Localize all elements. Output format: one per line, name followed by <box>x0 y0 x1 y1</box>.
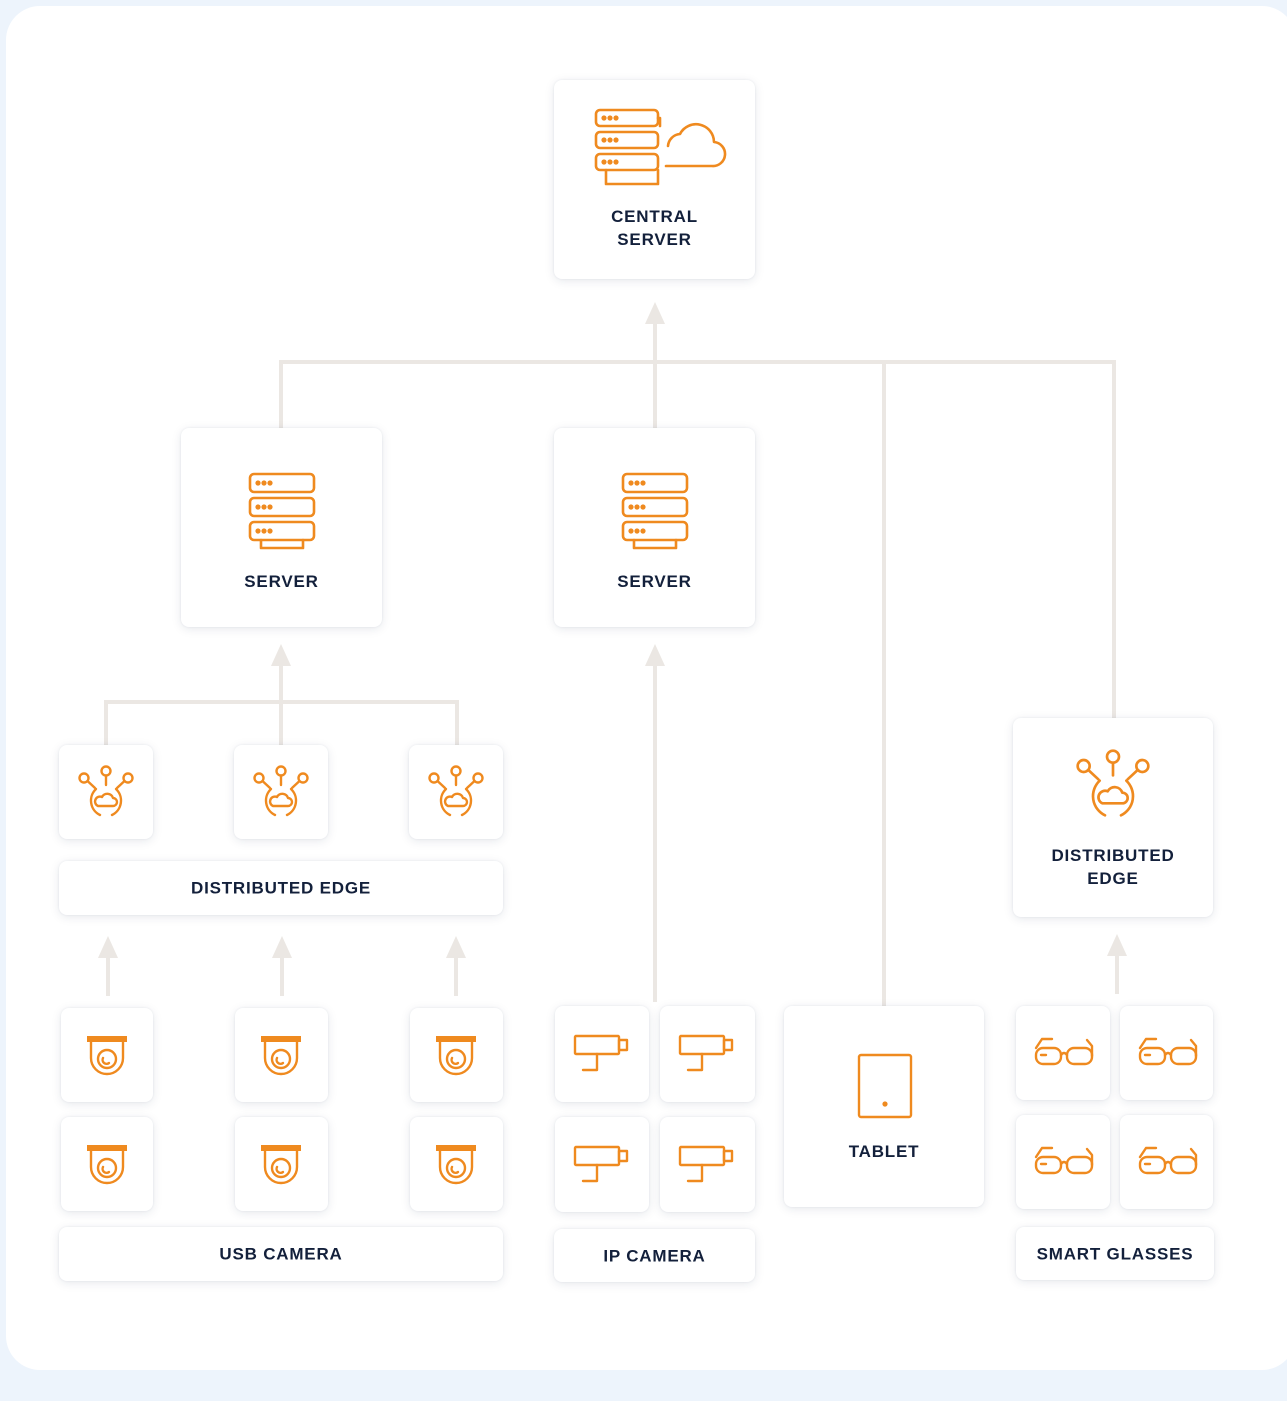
smart-glasses-card <box>1016 1006 1110 1100</box>
arrowhead <box>272 936 292 958</box>
server-left-label: SERVER <box>244 572 319 591</box>
distributed-edge-single-node: DISTRIBUTED EDGE <box>1013 718 1213 917</box>
ip-camera-card <box>660 1006 755 1102</box>
central-server-label: CENTRAL SERVER <box>611 207 698 249</box>
usb-camera-card <box>410 1008 503 1102</box>
server-rack-icon <box>248 472 316 550</box>
arrowhead <box>645 644 665 666</box>
server-middle-label: SERVER <box>617 572 692 591</box>
server-left-node: SERVER <box>181 428 382 627</box>
smart-glasses-label: SMART GLASSES <box>1036 1244 1194 1263</box>
dome-camera-icon <box>87 1145 127 1185</box>
edge-network-icon <box>78 765 134 817</box>
edge-network-icon <box>428 765 484 817</box>
smart-glasses-card <box>1120 1006 1213 1100</box>
usb-camera-card <box>235 1117 328 1211</box>
server-middle-node: SERVER <box>554 428 755 627</box>
dome-camera-icon <box>261 1145 301 1185</box>
glasses-icon <box>1138 1146 1198 1175</box>
ip-camera-card <box>555 1006 649 1102</box>
bullet-camera-icon <box>573 1034 629 1072</box>
tablet-label: TABLET <box>848 1142 920 1161</box>
ip-camera-card <box>660 1117 755 1212</box>
central-server-node: CENTRAL SERVER <box>554 80 755 279</box>
arrowhead <box>1107 934 1127 956</box>
bullet-camera-icon <box>573 1145 629 1183</box>
tablet-icon <box>857 1053 913 1119</box>
edge-card-1 <box>59 745 153 839</box>
bullet-camera-icon <box>678 1034 734 1072</box>
connector-bus-top <box>279 360 1116 720</box>
smart-glasses-card <box>1120 1115 1213 1209</box>
glasses-icon <box>1034 1037 1094 1066</box>
edge-card-3 <box>409 745 503 839</box>
usb-camera-bar: USB CAMERA <box>59 1227 503 1281</box>
dome-camera-icon <box>436 1036 476 1076</box>
usb-camera-card <box>235 1008 328 1102</box>
usb-camera-label: USB CAMERA <box>219 1244 343 1264</box>
ip-camera-card <box>555 1117 649 1212</box>
usb-camera-card <box>61 1008 153 1102</box>
edge-card-2 <box>234 745 328 839</box>
ip-camera-label: IP CAMERA <box>603 1246 706 1265</box>
arrowhead <box>271 644 291 666</box>
arrowhead <box>645 302 665 324</box>
dome-camera-icon <box>261 1036 301 1076</box>
dome-camera-icon <box>87 1036 127 1076</box>
dome-camera-icon <box>436 1145 476 1185</box>
distributed-edge-group-label: DISTRIBUTED EDGE <box>191 878 371 898</box>
glasses-icon <box>1034 1146 1094 1175</box>
bullet-camera-icon <box>678 1145 734 1183</box>
edge-network-icon <box>1076 749 1150 817</box>
distributed-edge-group-bar: DISTRIBUTED EDGE <box>59 861 503 915</box>
distributed-edge-single-label: DISTRIBUTED EDGE <box>1051 846 1175 888</box>
smart-glasses-bar: SMART GLASSES <box>1016 1227 1214 1280</box>
edge-network-icon <box>253 765 309 817</box>
server-rack-icon <box>621 472 689 550</box>
ip-camera-bar: IP CAMERA <box>554 1229 755 1282</box>
server-cloud-icon <box>594 108 727 186</box>
tablet-node: TABLET <box>784 1006 984 1207</box>
usb-camera-card <box>61 1117 153 1211</box>
usb-camera-card <box>410 1117 503 1211</box>
smart-glasses-card <box>1016 1115 1110 1209</box>
glasses-icon <box>1138 1037 1198 1066</box>
arrowhead <box>98 936 118 958</box>
arrowhead <box>446 936 466 958</box>
